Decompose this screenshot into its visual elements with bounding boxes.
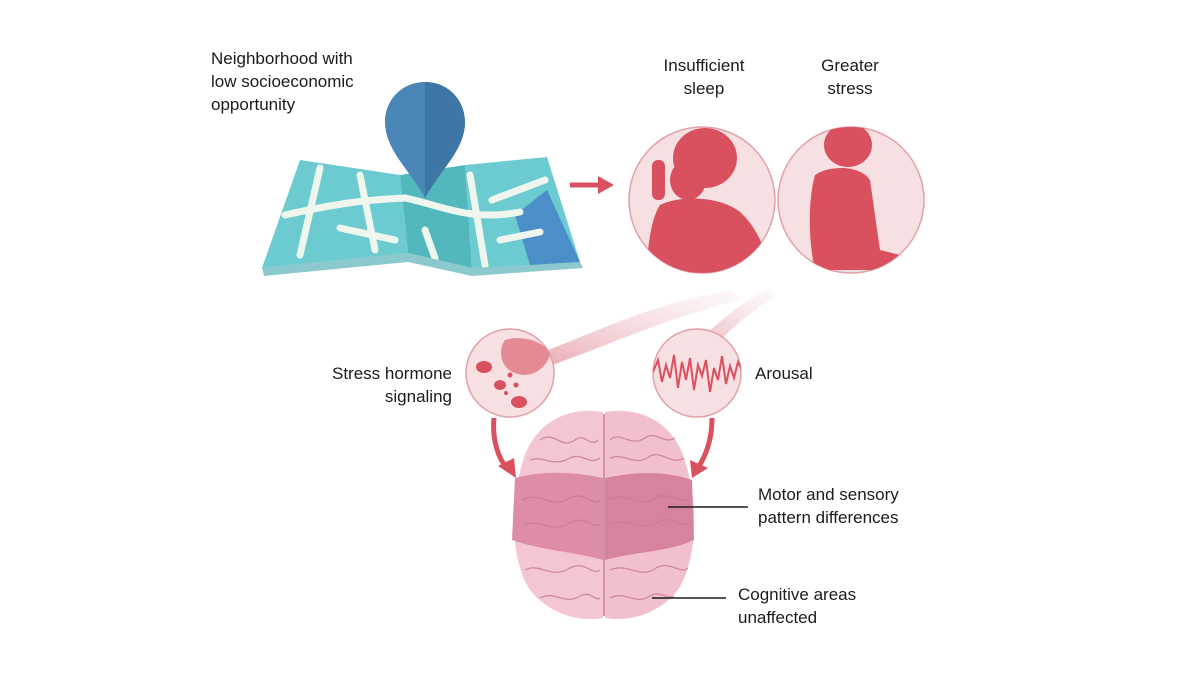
brain-icon — [512, 410, 695, 620]
label-cognitive: Cognitive areas unaffected — [738, 583, 856, 629]
label-stress-hormone: Stress hormone signaling — [280, 362, 452, 408]
label-arousal: Arousal — [755, 362, 813, 385]
label-greater-stress: Greater stress — [800, 54, 900, 100]
gland-hormone-icon — [465, 328, 555, 418]
label-motor-sensory-line-2: pattern differences — [758, 508, 899, 527]
label-greater-stress-line-1: Greater — [821, 56, 879, 75]
connector-bands — [548, 288, 776, 365]
child-yawning-icon — [628, 126, 776, 274]
label-arousal-line-1: Arousal — [755, 364, 813, 383]
label-stress-hormone-line-1: Stress hormone — [332, 364, 452, 383]
label-motor-sensory: Motor and sensory pattern differences — [758, 483, 899, 529]
location-pin-icon — [385, 82, 465, 198]
label-cognitive-line-1: Cognitive areas — [738, 585, 857, 604]
label-neighborhood-line-3: opportunity — [211, 95, 296, 114]
child-sitting-icon — [777, 126, 925, 274]
label-neighborhood-line-2: low socioeconomic — [211, 72, 354, 91]
label-neighborhood-line-1: Neighborhood with — [211, 49, 353, 68]
label-insufficient-sleep-line-2: sleep — [683, 79, 725, 98]
label-neighborhood: Neighborhood with low socioeconomic oppo… — [211, 47, 354, 116]
label-stress-hormone-line-2: signaling — [384, 387, 452, 406]
label-greater-stress-line-2: stress — [827, 79, 873, 98]
arrow-arousal-to-brain — [690, 417, 715, 478]
map-icon — [262, 157, 583, 276]
waveform-icon — [652, 328, 742, 418]
arrow-hormone-to-brain — [491, 417, 516, 478]
label-insufficient-sleep: Insufficient sleep — [640, 54, 768, 100]
label-insufficient-sleep-line-1: Insufficient — [663, 56, 745, 75]
arrow-map-to-factors — [570, 176, 614, 194]
label-motor-sensory-line-1: Motor and sensory — [758, 485, 899, 504]
label-cognitive-line-2: unaffected — [738, 608, 818, 627]
